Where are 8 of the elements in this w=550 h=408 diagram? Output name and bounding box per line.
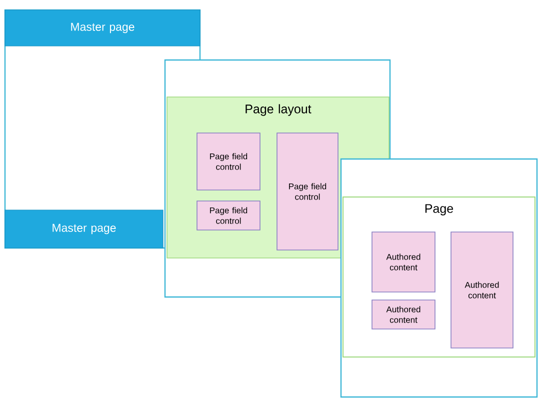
footer-bar: Master page <box>4 210 164 248</box>
field-control-box: Page field control <box>196 200 260 230</box>
content-box: Authored content <box>372 232 436 292</box>
field-control-box: Page field control <box>276 132 338 250</box>
content-box: Authored content <box>372 300 436 330</box>
header-bar: Master page <box>4 10 200 46</box>
field-control-box: Page field control <box>196 132 260 190</box>
content-box: Authored content <box>450 232 514 348</box>
